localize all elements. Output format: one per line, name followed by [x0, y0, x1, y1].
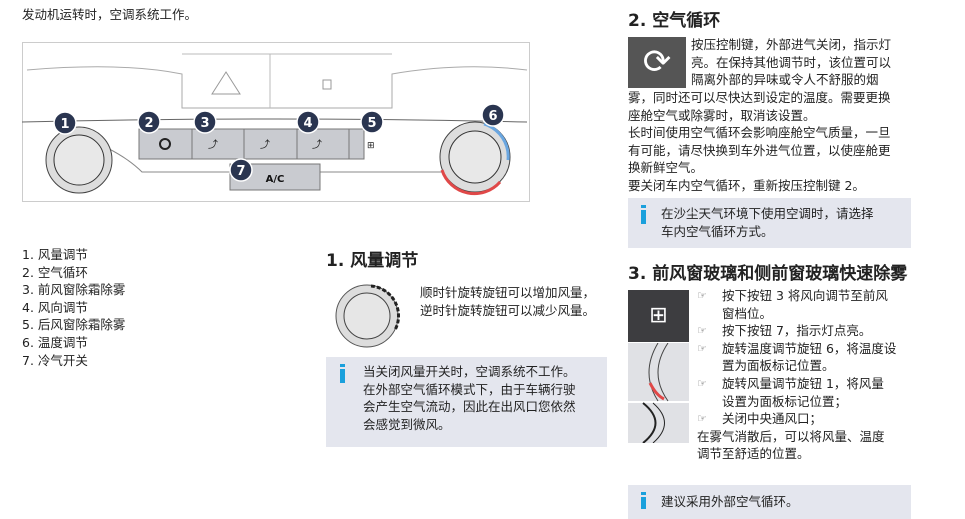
legend-item: 6. 温度调节 — [22, 334, 88, 350]
callout-6: 6 — [488, 109, 497, 124]
legend-item: 4. 风向调节 — [22, 299, 88, 315]
callout-7: 7 — [236, 164, 245, 179]
callout-3: 3 — [200, 116, 209, 131]
step-item: ☞ 旋转温度调节旋钮 6，将温度设置为面板标记位置。 — [697, 340, 896, 375]
rear-defrost-icon: ⊞ — [367, 141, 375, 151]
step-text: 置为面板标记位置。 — [722, 358, 835, 374]
front-defrost-icon: ⊞ — [628, 290, 689, 342]
svg-text:⤴: ⤴ — [312, 138, 322, 151]
hazard-icon — [211, 71, 241, 95]
section-1-title: 1. 风量调节 — [326, 251, 419, 271]
hand-pointer-icon: ☞ — [697, 324, 707, 338]
section-3-text: 调节至舒适的位置。 — [697, 446, 810, 462]
section-2-text: 隔离外部的异味或令人不舒服的烟 — [691, 72, 879, 88]
info-text: 在外部空气循环模式下，由于车辆行驶 — [363, 381, 576, 397]
step-text: 按下按钮 3 将风向调节至前风 — [722, 288, 888, 303]
info-icon — [641, 492, 646, 509]
section-2-text: 按压控制键，外部进气关闭，指示灯 — [691, 37, 892, 52]
section-2-text: 换新鲜空气。 — [628, 160, 704, 176]
section-1-text: 逆时针旋转旋钮可以减少风量。 — [420, 302, 596, 318]
step-item: ☞ 按下按钮 3 将风向调节至前风窗档位。 — [697, 287, 896, 322]
section-2-text: 有可能，请尽快换到车外进气位置，以使座舱更 — [628, 142, 891, 158]
ac-button-label: A/C — [266, 174, 285, 185]
step-text: 旋转风量调节旋钮 1，将风量 — [722, 375, 884, 391]
knob-position-illustration — [628, 343, 689, 443]
lock-icon — [322, 79, 332, 90]
callout-5: 5 — [367, 116, 376, 131]
section-3-steps: ☞ 按下按钮 3 将风向调节至前风窗档位。 ☞ 按下按钮 7，指示灯点亮。 ☞ 旋转温… — [697, 287, 896, 463]
section-2-text: 亮。在保持其他调节时，该位置可以 — [691, 54, 892, 70]
recirculation-icon — [159, 138, 171, 150]
legend-list: 1. 风量调节 2. 空气循环 3. 前风窗除霜除雾 4. 风向调节 5. 后风… — [22, 246, 125, 369]
climate-control-panel-illustration: ⤴ ⤴ ⤴ ⊞ A/C 1 2 3 4 5 6 7 — [22, 42, 530, 202]
callout-1: 1 — [60, 117, 69, 132]
callout-4: 4 — [303, 116, 312, 131]
step-text: 旋转温度调节旋钮 6，将温度设 — [722, 340, 897, 356]
legend-item: 2. 空气循环 — [22, 264, 88, 280]
section-1-text: 顺时针旋转旋钮可以增加风量， — [420, 285, 596, 300]
step-item: ☞ 旋转风量调节旋钮 1，将风量设置为面板标记位置； — [697, 375, 896, 410]
section-2-text: 要关闭车内空气循环，重新按压控制键 2。 — [628, 177, 865, 193]
step-item: ☞ 关闭中央通风口； — [697, 410, 896, 428]
section-2-text: 座舱空气或除雾时，取消该设置。 — [628, 107, 816, 123]
section-3-text: 在雾气消散后，可以将风量、温度 — [697, 428, 885, 444]
legend-item: 7. 冷气开关 — [22, 352, 88, 368]
section-1-info-box: 当关闭风量开关时，空调系统不工作。 在外部空气循环模式下，由于车辆行驶 会产生空… — [326, 357, 607, 447]
section-2-text: 雾，同时还可以尽快达到设定的温度。需要更换 — [628, 90, 891, 105]
section-2-title: 2. 空气循环 — [628, 11, 721, 31]
info-text: 建议采用外部空气循环。 — [661, 494, 799, 509]
section-3-title: 3. 前风窗玻璃和侧前窗玻璃快速除雾 — [628, 264, 908, 284]
info-text: 会产生空气流动，因此在出风口您依然 — [363, 399, 576, 415]
section-2-text: 长时间使用空气循环会影响座舱空气质量，一旦 — [628, 125, 891, 141]
step-item: ☞ 按下按钮 7，指示灯点亮。 — [697, 322, 896, 340]
hand-pointer-icon: ☞ — [697, 289, 707, 302]
hand-pointer-icon: ☞ — [697, 412, 707, 426]
legend-item: 5. 后风窗除霜除雾 — [22, 317, 126, 333]
intro-text: 发动机运转时，空调系统工作。 — [22, 7, 198, 22]
info-text: 会感觉到微风。 — [363, 416, 451, 432]
step-text: 关闭中央通风口； — [722, 411, 823, 427]
section-3-info-box: 建议采用外部空气循环。 — [628, 485, 911, 519]
fan-knob-illustration — [335, 284, 401, 348]
svg-text:⤴: ⤴ — [208, 138, 218, 151]
legend-item: 1. 风量调节 — [22, 247, 88, 262]
legend-item: 3. 前风窗除霜除雾 — [22, 282, 126, 298]
info-text: 车内空气循环方式。 — [661, 223, 774, 239]
info-text: 当关闭风量开关时，空调系统不工作。 — [363, 364, 576, 379]
info-icon — [641, 205, 646, 224]
recirculation-icon: ⟳ — [628, 37, 686, 88]
hand-pointer-icon: ☞ — [697, 341, 707, 355]
step-text: 窗档位。 — [722, 305, 773, 321]
hand-pointer-icon: ☞ — [697, 376, 707, 390]
step-text: 设置为面板标记位置； — [722, 393, 848, 409]
info-icon — [340, 364, 345, 383]
svg-text:⤴: ⤴ — [260, 138, 270, 151]
info-text: 在沙尘天气环境下使用空调时，请选择 — [661, 206, 874, 221]
callout-2: 2 — [144, 116, 153, 131]
section-2-info-box: 在沙尘天气环境下使用空调时，请选择 车内空气循环方式。 — [628, 198, 911, 248]
step-text: 按下按钮 7，指示灯点亮。 — [722, 323, 872, 339]
